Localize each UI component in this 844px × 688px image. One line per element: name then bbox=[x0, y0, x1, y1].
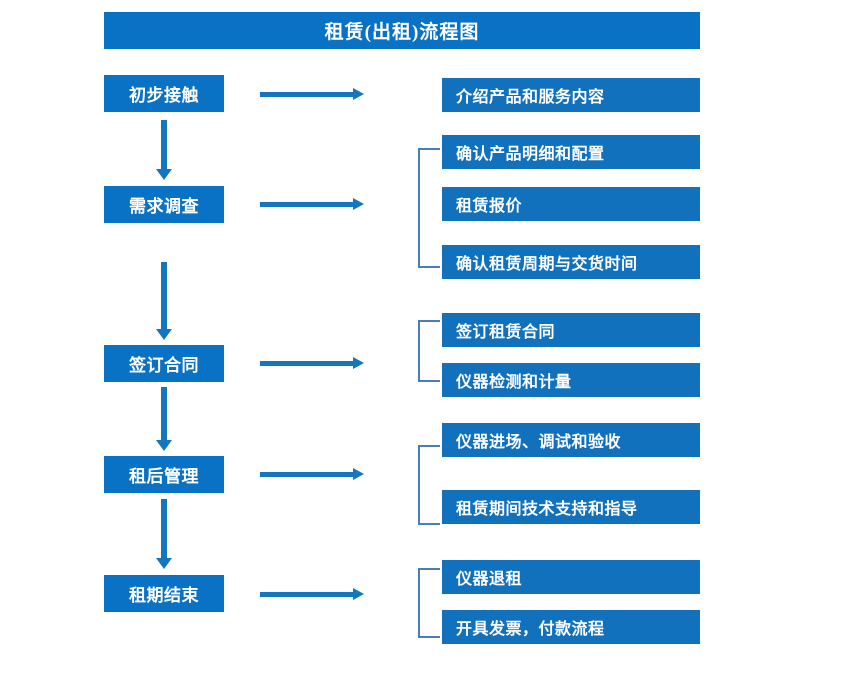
detail-box-7[interactable]: 仪器进场、调试和验收 bbox=[442, 423, 700, 457]
right-arrow-icon-4 bbox=[260, 468, 364, 480]
group-bracket-icon-5 bbox=[418, 568, 440, 638]
down-arrow-icon-1 bbox=[156, 120, 172, 180]
flowchart-title: 租赁(出租)流程图 bbox=[104, 12, 700, 49]
right-arrow-icon-5 bbox=[260, 588, 364, 600]
down-arrow-icon-3 bbox=[156, 387, 172, 451]
detail-box-9[interactable]: 仪器退租 bbox=[442, 560, 700, 594]
group-bracket-icon-2 bbox=[418, 148, 440, 268]
stage-box-2[interactable]: 需求调查 bbox=[104, 186, 224, 223]
detail-box-4[interactable]: 确认租赁周期与交货时间 bbox=[442, 245, 700, 279]
detail-box-6[interactable]: 仪器检测和计量 bbox=[442, 363, 700, 397]
right-arrow-icon-1 bbox=[260, 88, 364, 100]
detail-box-3[interactable]: 租赁报价 bbox=[442, 187, 700, 221]
detail-box-8[interactable]: 租赁期间技术支持和指导 bbox=[442, 490, 700, 524]
stage-box-4[interactable]: 租后管理 bbox=[104, 456, 224, 493]
detail-box-10[interactable]: 开具发票，付款流程 bbox=[442, 610, 700, 644]
stage-box-5[interactable]: 租期结束 bbox=[104, 575, 224, 612]
stage-box-3[interactable]: 签订合同 bbox=[104, 345, 224, 382]
down-arrow-icon-4 bbox=[156, 499, 172, 569]
group-bracket-icon-3 bbox=[418, 320, 440, 382]
down-arrow-icon-2 bbox=[156, 262, 172, 340]
stage-box-1[interactable]: 初步接触 bbox=[104, 75, 224, 112]
group-bracket-icon-4 bbox=[418, 445, 440, 525]
detail-box-2[interactable]: 确认产品明细和配置 bbox=[442, 135, 700, 169]
detail-box-5[interactable]: 签订租赁合同 bbox=[442, 313, 700, 347]
detail-box-1[interactable]: 介绍产品和服务内容 bbox=[442, 78, 700, 112]
right-arrow-icon-3 bbox=[260, 357, 364, 369]
right-arrow-icon-2 bbox=[260, 198, 364, 210]
